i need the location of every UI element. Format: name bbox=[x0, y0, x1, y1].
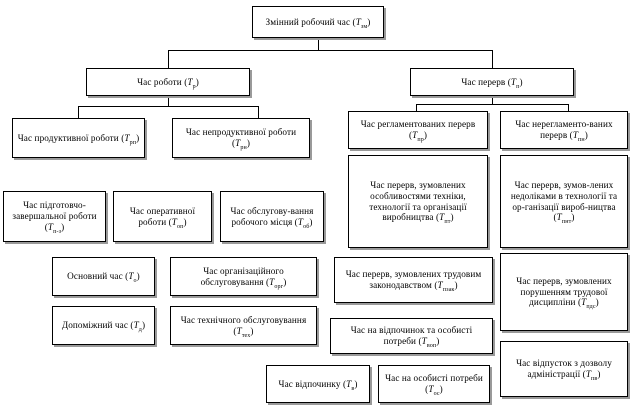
node-shift-time[interactable]: Змінний робочий час (Tзм) bbox=[252, 6, 384, 38]
node-main-time-label: Основний час (Tо) bbox=[67, 271, 140, 284]
node-break-time[interactable]: Час перерв (Tп) bbox=[410, 68, 574, 96]
node-main-time[interactable]: Основний час (Tо) bbox=[52, 257, 155, 296]
connector-level1-horizontal bbox=[168, 50, 492, 51]
node-regulated-breaks-label: Час регламентованих перерв (Tпр) bbox=[360, 119, 476, 143]
node-personal-needs-time[interactable]: Час на особисті потреби (Tос) bbox=[378, 365, 490, 403]
connector-to-unregulated bbox=[568, 104, 569, 114]
connector-to-unproductive bbox=[258, 106, 259, 118]
node-unregulated-breaks[interactable]: Час нерегламенто-ваних перерв (Tпн) bbox=[500, 111, 628, 149]
node-regulated-breaks[interactable]: Час регламентованих перерв (Tпр) bbox=[348, 111, 488, 149]
node-leave-by-permission-label: Час відпусток з дозволу адміністрації (T… bbox=[516, 358, 612, 382]
node-work-time[interactable]: Час роботи (Tр) bbox=[86, 68, 250, 96]
node-break-time-label: Час перерв (Tп) bbox=[461, 76, 523, 90]
node-operative-work-label: Час оперативної роботи (Tоп) bbox=[129, 205, 196, 230]
node-preparatory-final-work-label: Час підготовчо-завершальної роботи (Tп-з… bbox=[12, 200, 97, 235]
connector-to-regulated bbox=[416, 104, 417, 114]
node-productive-work[interactable]: Час продуктивної роботи (Tрп) bbox=[12, 118, 145, 158]
node-auxiliary-time-label: Допоміжний час (Tд) bbox=[61, 320, 146, 333]
node-organizational-service-label: Час організаційного обслуговування (Tорг… bbox=[200, 265, 287, 290]
node-personal-needs-time-label: Час на особисті потреби (Tос) bbox=[385, 373, 483, 397]
connector-root-down bbox=[318, 38, 319, 50]
connector-break-down bbox=[492, 96, 493, 104]
node-rest-personal-needs-label: Час на відпочинок та особисті потреби (T… bbox=[350, 325, 473, 349]
node-breaks-technology-defects[interactable]: Час перерв, зумов-лених недоліками в тех… bbox=[500, 155, 628, 248]
node-rest-personal-needs[interactable]: Час на відпочинок та особисті потреби (T… bbox=[330, 318, 493, 354]
node-breaks-labour-discipline-label: Час перерв, зумовлених порушенням трудов… bbox=[516, 275, 612, 311]
node-rest-time[interactable]: Час відпочинку (Tв) bbox=[266, 365, 370, 403]
connector-to-productive bbox=[78, 106, 79, 118]
node-work-time-label: Час роботи (Tр) bbox=[137, 76, 199, 90]
node-organizational-service[interactable]: Час організаційного обслуговування (Tорг… bbox=[170, 257, 317, 296]
node-workplace-service-label: Час обслугову-вання робочого місця (Tоб) bbox=[230, 205, 314, 230]
connector-work-down bbox=[168, 96, 169, 106]
node-breaks-technology-features-label: Час перерв, зумовлених особливостями тех… bbox=[369, 179, 467, 226]
node-breaks-technology-features[interactable]: Час перерв, зумовлених особливостями тех… bbox=[348, 155, 488, 248]
node-unproductive-work[interactable]: Час непродуктивної роботи (Tрн) bbox=[172, 118, 310, 158]
node-operative-work[interactable]: Час оперативної роботи (Tоп) bbox=[113, 191, 212, 242]
node-shift-time-label: Змінний робочий час (Tзм) bbox=[265, 16, 371, 30]
node-leave-by-permission[interactable]: Час відпусток з дозволу адміністрації (T… bbox=[500, 341, 628, 397]
connector-to-break-time bbox=[492, 50, 493, 68]
connector-level2-right-horizontal bbox=[416, 104, 568, 105]
node-unproductive-work-label: Час непродуктивної роботи (Tрн) bbox=[185, 127, 297, 151]
node-technical-service-label: Час технічного обслуговування (Tтех) bbox=[180, 314, 307, 339]
node-breaks-labour-law-label: Час перерв, зумовлених трудовим законода… bbox=[345, 269, 482, 293]
connector-level2-left-horizontal bbox=[78, 106, 258, 107]
node-rest-time-label: Час відпочинку (Tв) bbox=[278, 378, 358, 392]
node-unregulated-breaks-label: Час нерегламенто-ваних перерв (Tпн) bbox=[515, 119, 613, 143]
connector-to-work-time bbox=[168, 50, 169, 68]
node-breaks-labour-law[interactable]: Час перерв, зумовлених трудовим законода… bbox=[334, 257, 493, 303]
node-technical-service[interactable]: Час технічного обслуговування (Tтех) bbox=[170, 306, 317, 345]
node-workplace-service[interactable]: Час обслугову-вання робочого місця (Tоб) bbox=[220, 191, 324, 242]
node-breaks-labour-discipline[interactable]: Час перерв, зумовлених порушенням трудов… bbox=[500, 253, 628, 331]
node-productive-work-label: Час продуктивної роботи (Tрп) bbox=[17, 132, 140, 146]
node-auxiliary-time[interactable]: Допоміжний час (Tд) bbox=[52, 306, 155, 345]
node-preparatory-final-work[interactable]: Час підготовчо-завершальної роботи (Tп-з… bbox=[3, 191, 106, 242]
node-breaks-technology-defects-label: Час перерв, зумов-лених недоліками в тех… bbox=[510, 179, 618, 226]
